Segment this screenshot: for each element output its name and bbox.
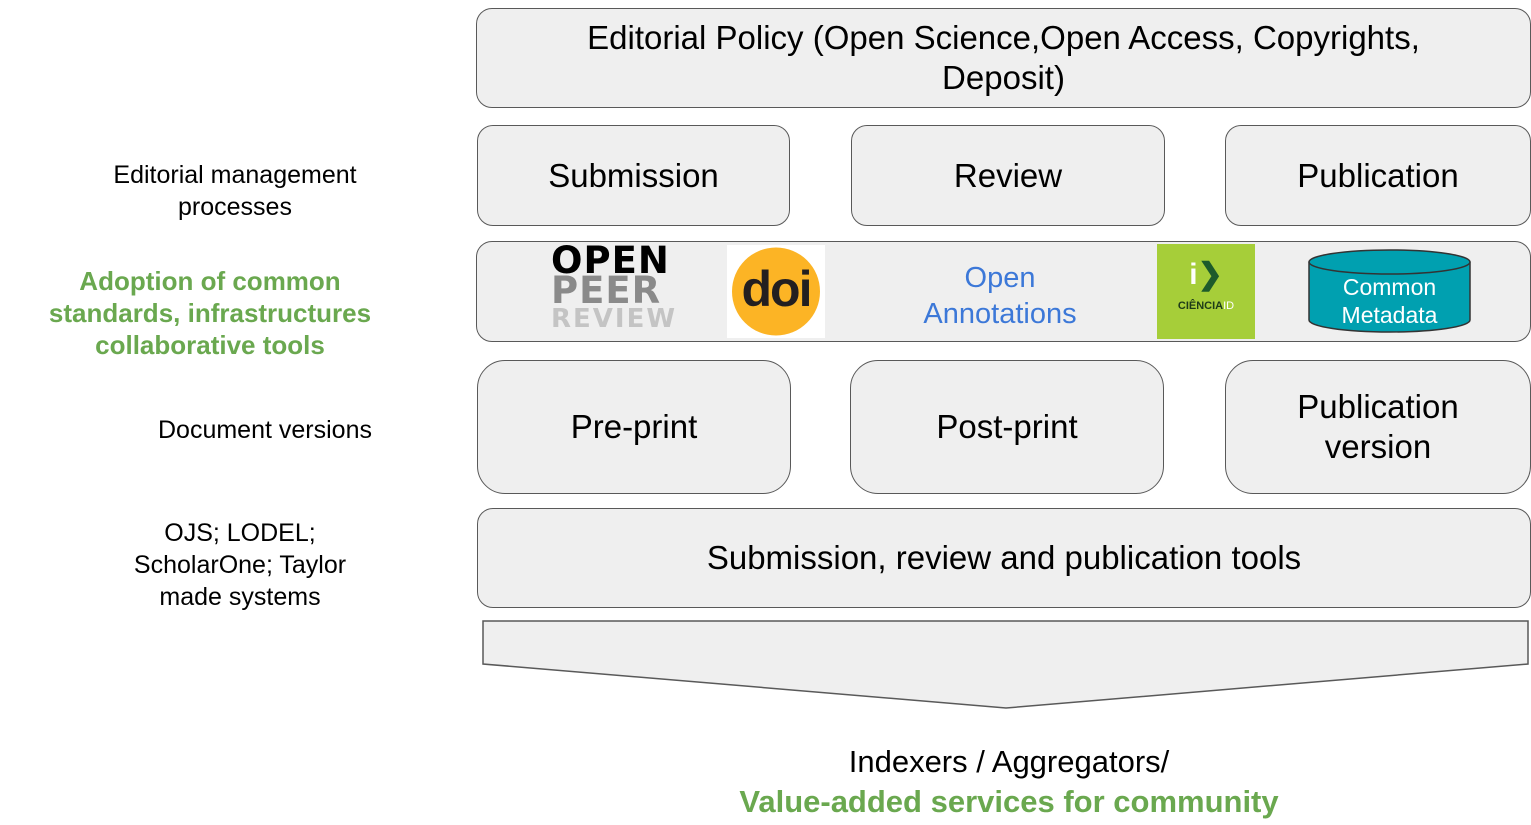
open-annotations-line1: Open bbox=[964, 262, 1036, 294]
tools-box: Submission, review and publication tools bbox=[477, 508, 1531, 608]
publication-version-line1: Publication bbox=[1297, 388, 1459, 425]
footer: Indexers / Aggregators/ Value-added serv… bbox=[484, 742, 1531, 822]
ciencia-id-main: CIÊNCIA bbox=[1177, 300, 1224, 312]
review-box: Review bbox=[851, 125, 1165, 226]
ciencia-id-suffix: ID bbox=[1223, 300, 1235, 312]
editorial-policy-box: Editorial Policy (Open Science,Open Acce… bbox=[476, 8, 1531, 108]
adoption-line2: standards, infrastructures bbox=[48, 298, 372, 328]
doi-logo-text: doi bbox=[741, 261, 813, 317]
systems-label: OJS; LODEL; ScholarOne; Taylor made syst… bbox=[80, 510, 400, 620]
publication-box: Publication bbox=[1225, 125, 1531, 226]
ciencia-id-mark: i❯ bbox=[1186, 260, 1226, 290]
opr-line-review: REVIEW bbox=[551, 304, 678, 334]
adoption-line3: collaborative tools bbox=[95, 330, 325, 360]
flow-arrow-icon bbox=[482, 620, 1529, 709]
editorial-management-label: Editorial management processes bbox=[40, 155, 430, 227]
submission-box: Submission bbox=[477, 125, 790, 226]
adoption-label: Adoption of common standards, infrastruc… bbox=[0, 256, 420, 370]
preprint-box: Pre-print bbox=[477, 360, 791, 494]
ciencia-id-logo: i❯ CIÊNCIAID bbox=[1157, 244, 1255, 339]
open-annotations-line2: Annotations bbox=[923, 298, 1077, 330]
cylinder-icon bbox=[1308, 249, 1471, 333]
editorial-policy-line1: Editorial Policy (Open Science,Open Acce… bbox=[587, 19, 1420, 56]
common-metadata-line1: Common bbox=[1342, 274, 1437, 300]
doi-logo: doi bbox=[727, 245, 825, 338]
publication-version-box: Publication version bbox=[1225, 360, 1531, 494]
opr-line-peer: PEER bbox=[551, 269, 662, 312]
open-annotations-label: Open Annotations bbox=[890, 260, 1110, 332]
footer-line1: Indexers / Aggregators/ bbox=[848, 744, 1170, 779]
common-metadata-text: Common Metadata bbox=[1307, 273, 1472, 329]
systems-line2: ScholarOne; Taylor bbox=[133, 551, 347, 579]
editorial-management-line2: processes bbox=[178, 193, 292, 221]
document-versions-label: Document versions bbox=[158, 416, 372, 444]
adoption-line1: Adoption of common bbox=[79, 266, 341, 296]
editorial-management-line1: Editorial management bbox=[113, 161, 357, 189]
open-peer-review-logo: OPEN PEER REVIEW bbox=[551, 239, 681, 342]
ciencia-id-text: CIÊNCIAID bbox=[1157, 300, 1255, 312]
publication-version-line2: version bbox=[1324, 428, 1432, 465]
doi-logo-svg bbox=[732, 247, 820, 336]
systems-line3: made systems bbox=[159, 583, 321, 611]
ciencia-i-glyph: i bbox=[1189, 258, 1198, 291]
footer-line2: Value-added services for community bbox=[739, 784, 1279, 819]
opr-line-open: OPEN bbox=[551, 239, 670, 282]
ciencia-arrow-icon: ❯ bbox=[1197, 258, 1223, 291]
systems-line1: OJS; LODEL; bbox=[164, 519, 316, 547]
common-metadata-line2: Metadata bbox=[1341, 302, 1438, 328]
postprint-box: Post-print bbox=[850, 360, 1164, 494]
common-metadata-cylinder: Common Metadata bbox=[1307, 248, 1472, 334]
editorial-policy-line2: Deposit) bbox=[942, 59, 1065, 96]
